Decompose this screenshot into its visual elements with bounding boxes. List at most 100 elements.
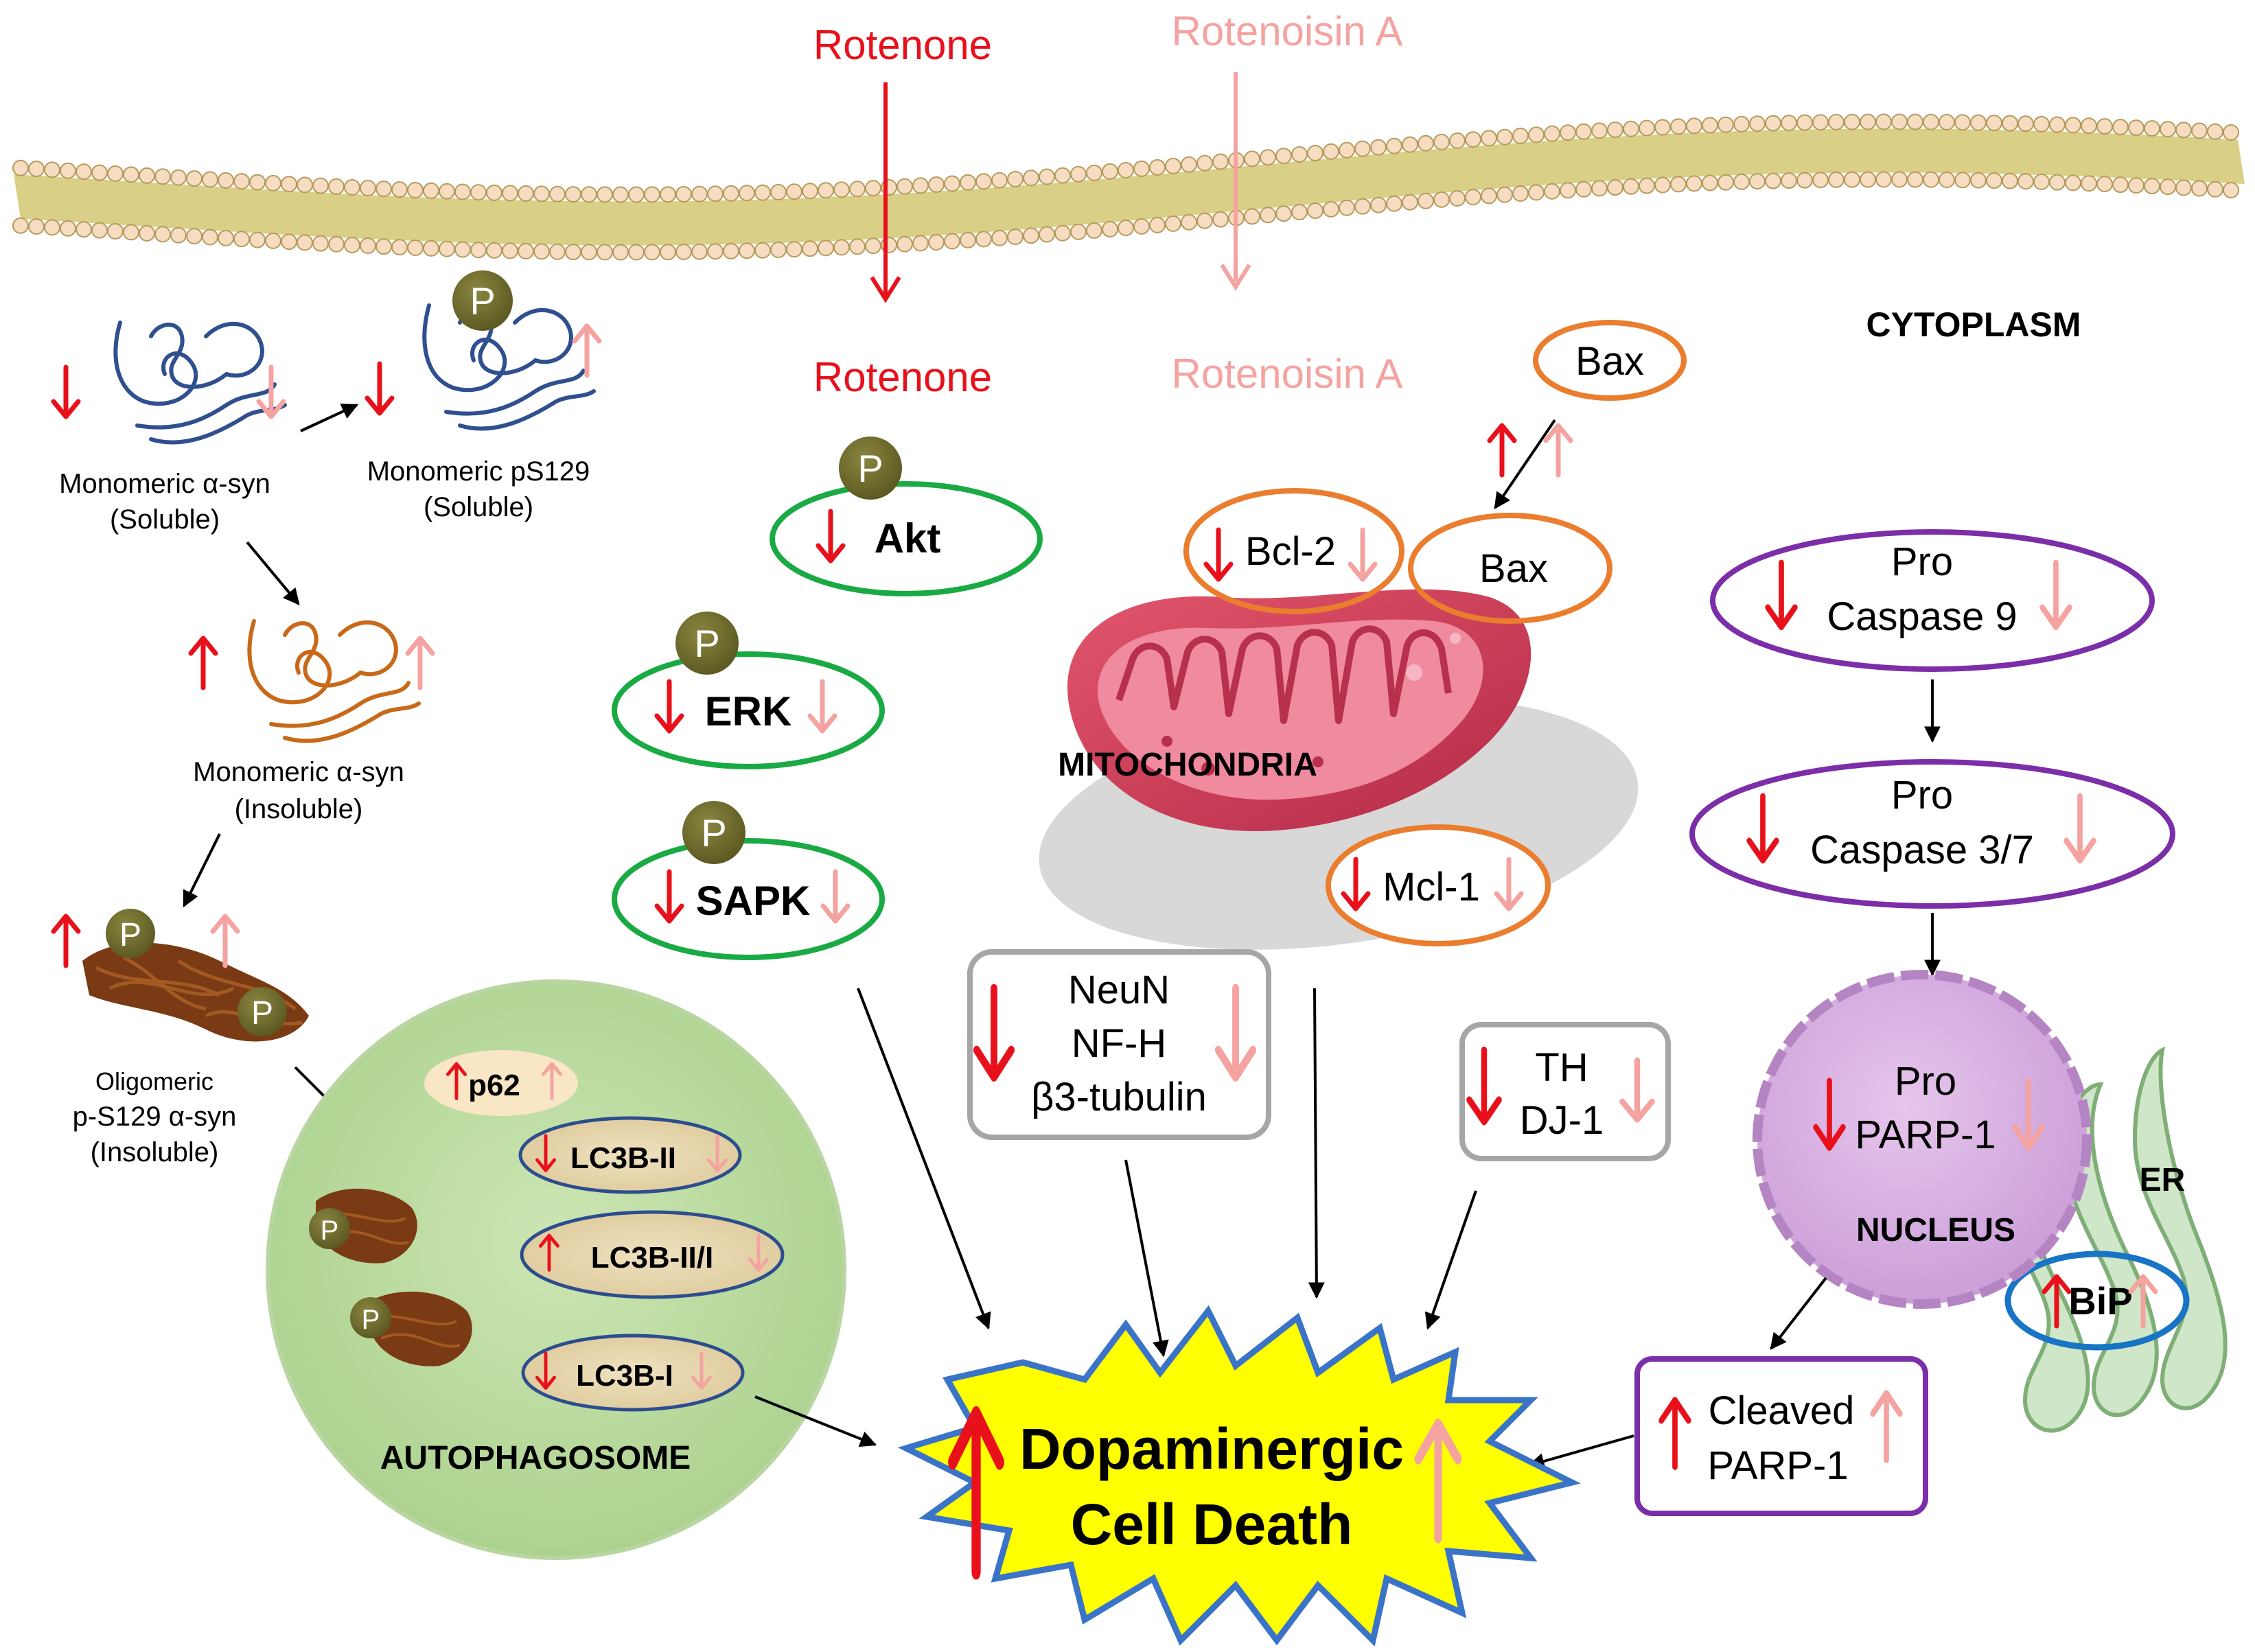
up-arrow-rotenoisin-icon bbox=[213, 916, 238, 966]
insoluble-monomer: Monomeric α-syn (Insoluble) bbox=[191, 619, 432, 824]
phospholipid-head bbox=[2128, 177, 2144, 194]
phospholipid-head bbox=[28, 161, 45, 177]
phospholipid-head bbox=[123, 166, 139, 183]
erk-node: P ERK bbox=[612, 612, 885, 769]
phospholipid-head bbox=[1939, 172, 1955, 188]
phospholipid-head bbox=[1528, 126, 1545, 143]
phospholipid-head bbox=[644, 244, 660, 261]
phospholipid-head bbox=[123, 224, 139, 241]
phospholipid-head bbox=[1275, 205, 1292, 222]
phospholipid-head bbox=[12, 217, 29, 234]
marker-neun: NeuN bbox=[1068, 968, 1170, 1012]
phospholipid-head bbox=[1544, 183, 1560, 200]
phospholipid-head bbox=[802, 183, 818, 200]
phospholipid-head bbox=[1765, 172, 1781, 189]
phospholipid-head bbox=[1670, 176, 1687, 193]
up-arrow-rotenoisin-icon bbox=[408, 638, 432, 688]
lc3b-i-label: LC3B-I bbox=[576, 1359, 673, 1393]
phospholipid-head bbox=[170, 169, 187, 186]
phospho-label: P bbox=[119, 917, 141, 953]
akt-node: P Akt bbox=[770, 437, 1043, 596]
soluble-monomer-line1: Monomeric α-syn bbox=[59, 469, 270, 499]
phospholipid-head bbox=[960, 174, 976, 191]
phospholipid-head bbox=[533, 185, 550, 202]
phospholipid-head bbox=[2207, 181, 2223, 198]
phospholipid-head bbox=[660, 244, 676, 261]
cleaved-label: Cleaved bbox=[1709, 1388, 1855, 1433]
phospholipid-head bbox=[1307, 145, 1323, 161]
phospholipid-head bbox=[218, 172, 234, 189]
phospholipid-head bbox=[1354, 198, 1371, 215]
rotenone-label-inside: Rotenone bbox=[813, 354, 992, 400]
phospholipid-head bbox=[107, 223, 124, 240]
phospholipid-head bbox=[1796, 114, 1813, 131]
er-label: ER bbox=[2140, 1162, 2186, 1198]
phospho-label: P bbox=[362, 1305, 380, 1335]
phospholipid-head bbox=[1639, 177, 1655, 194]
phospholipid-head bbox=[723, 185, 739, 202]
phospholipid-head bbox=[723, 242, 739, 259]
oligomer-line1: Oligomeric bbox=[95, 1067, 213, 1095]
phospholipid-head bbox=[91, 164, 108, 181]
phospho-icon bbox=[106, 909, 155, 958]
phospholipid-head bbox=[1402, 194, 1418, 211]
phospholipid-head bbox=[739, 242, 755, 259]
phospholipid-head bbox=[1560, 124, 1576, 141]
phospholipid-head bbox=[1718, 116, 1734, 133]
phospholipid-head bbox=[454, 183, 471, 200]
phospholipid-head bbox=[1607, 121, 1623, 139]
phospholipid-head bbox=[1812, 172, 1829, 189]
phospholipid-head bbox=[107, 165, 124, 182]
phospholipid-head bbox=[2191, 180, 2208, 197]
phospholipid-head bbox=[297, 176, 313, 194]
phospholipid-head bbox=[60, 220, 76, 237]
bax-cytosolic: Bax bbox=[1533, 320, 1687, 401]
phospholipid-head bbox=[186, 170, 203, 187]
autophagosome: P P p62 LC3B-II LC3B-II/I LC3B-I AUTOP bbox=[266, 979, 846, 1560]
phospho-label: P bbox=[321, 1215, 339, 1246]
phospholipid-head bbox=[1054, 167, 1071, 184]
phospholipid-head bbox=[1418, 192, 1434, 209]
phospholipid-head bbox=[1639, 119, 1655, 137]
phospholipid-head bbox=[1781, 172, 1797, 189]
bax-label: Bax bbox=[1575, 339, 1644, 384]
phospholipid-head bbox=[312, 235, 329, 252]
phospholipid-head bbox=[912, 177, 929, 194]
phospholipid-head bbox=[1986, 172, 2002, 189]
phospholipid-head bbox=[928, 176, 945, 193]
phospholipid-head bbox=[44, 161, 60, 178]
erk-label: ERK bbox=[705, 688, 792, 734]
phospholipid-head bbox=[1260, 207, 1276, 224]
syn-ps129-icon bbox=[422, 303, 596, 431]
phospholipid-head bbox=[1607, 179, 1623, 196]
cleaved-parp-box: Cleaved PARP-1 bbox=[1634, 1356, 1928, 1516]
phospholipid-head bbox=[391, 181, 408, 198]
soluble-monomer-line2: (Soluble) bbox=[110, 504, 220, 535]
phospholipid-head bbox=[975, 231, 992, 248]
phospholipid-head bbox=[1165, 215, 1181, 232]
phospholipid-head bbox=[1560, 182, 1576, 199]
phospholipid-head bbox=[1181, 213, 1197, 231]
up-arrow-rotenone-icon bbox=[1490, 426, 1514, 475]
phospholipid-head bbox=[1449, 132, 1466, 149]
phospholipid-head bbox=[2191, 122, 2208, 139]
soluble-ps129-line1: Monomeric pS129 bbox=[367, 456, 590, 487]
phospholipid-head bbox=[597, 244, 613, 261]
phospholipid-head bbox=[1291, 146, 1308, 163]
phospholipid-head bbox=[1828, 171, 1845, 188]
phospholipid-head bbox=[2081, 175, 2097, 192]
rotenone-label-outside: Rotenone bbox=[813, 22, 992, 68]
phospholipid-head bbox=[1512, 185, 1529, 202]
phospholipid-head bbox=[833, 181, 850, 198]
phospholipid-head bbox=[2049, 116, 2066, 133]
phospholipid-head bbox=[1670, 118, 1687, 135]
phospholipid-head bbox=[1891, 113, 1908, 130]
phospholipid-head bbox=[454, 241, 471, 258]
phospholipid-head bbox=[1860, 113, 1876, 130]
phospholipid-head bbox=[897, 178, 913, 195]
lc3b-ii-marker: LC3B-II bbox=[518, 1116, 742, 1194]
soluble-ps129-line2: (Soluble) bbox=[424, 492, 533, 522]
cell-death-line2: Cell Death bbox=[1071, 1492, 1353, 1557]
phospholipid-head bbox=[865, 180, 881, 197]
